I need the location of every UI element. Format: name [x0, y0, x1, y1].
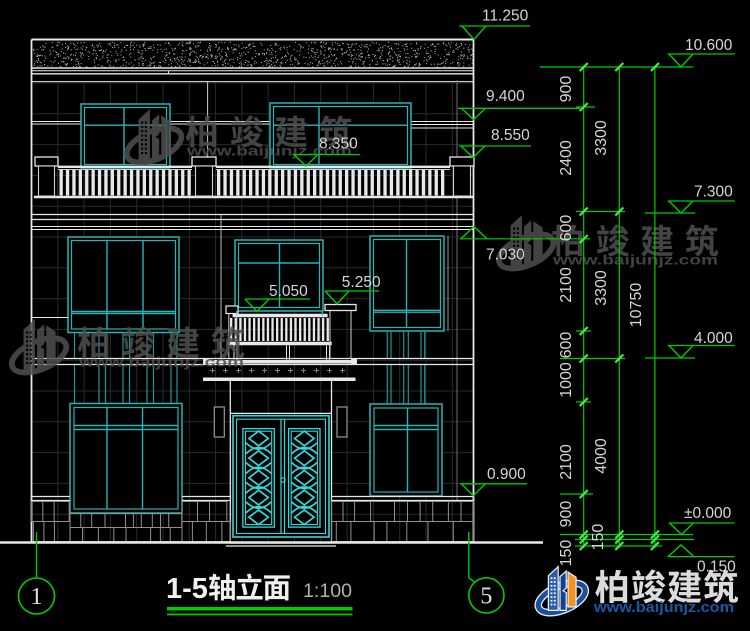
svg-text:10.600: 10.600 — [685, 37, 733, 54]
svg-text:600: 600 — [558, 332, 575, 359]
svg-text:www.baijunjz.com: www.baijunjz.com — [593, 600, 734, 616]
svg-text:3300: 3300 — [593, 120, 610, 156]
svg-text:900: 900 — [558, 501, 575, 528]
svg-text:4.000: 4.000 — [694, 330, 733, 347]
svg-text:www.baijunjz.com: www.baijunjz.com — [552, 253, 718, 268]
svg-text:150: 150 — [590, 524, 607, 551]
svg-text:4000: 4000 — [593, 438, 610, 474]
svg-text:11.250: 11.250 — [482, 8, 529, 25]
svg-text:7.030: 7.030 — [486, 247, 525, 264]
svg-text:1000: 1000 — [558, 362, 575, 398]
svg-text:0.150: 0.150 — [697, 559, 736, 576]
svg-text:8.550: 8.550 — [491, 127, 530, 144]
svg-text:±0.000: ±0.000 — [684, 505, 732, 522]
svg-text:3300: 3300 — [593, 270, 610, 306]
svg-text:10750: 10750 — [628, 283, 645, 328]
svg-text:2100: 2100 — [558, 267, 575, 303]
svg-text:www.baijunjz.com: www.baijunjz.com — [78, 355, 244, 370]
svg-text:0.900: 0.900 — [487, 466, 526, 483]
svg-text:2100: 2100 — [558, 444, 575, 480]
svg-text:9.400: 9.400 — [486, 88, 525, 105]
svg-text:2400: 2400 — [558, 140, 575, 176]
svg-text:5.050: 5.050 — [269, 283, 308, 300]
svg-text:1:100: 1:100 — [303, 581, 352, 602]
svg-text:1-5: 1-5 — [166, 573, 208, 605]
svg-text:7.300: 7.300 — [694, 184, 733, 201]
svg-text:600: 600 — [558, 215, 575, 242]
svg-text:900: 900 — [558, 76, 575, 103]
svg-text:5: 5 — [480, 583, 492, 609]
svg-text:1: 1 — [31, 584, 43, 610]
svg-text:5.250: 5.250 — [342, 274, 381, 291]
svg-text:8.350: 8.350 — [319, 136, 358, 153]
svg-text:150: 150 — [558, 540, 575, 567]
